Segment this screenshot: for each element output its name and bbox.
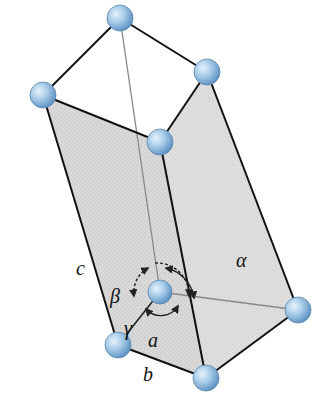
- atoms: [30, 5, 311, 391]
- axis-label: γ: [124, 318, 132, 338]
- hidden-edges: [120, 18, 298, 310]
- right-face: [160, 72, 298, 378]
- axis-label: β: [110, 286, 120, 306]
- axis-label: b: [143, 364, 153, 384]
- axis-label: α: [236, 250, 247, 270]
- cell-edges: [43, 18, 298, 378]
- axis-label: c: [76, 258, 85, 278]
- axis-label: a: [148, 330, 158, 350]
- angle-arcs: [134, 263, 194, 316]
